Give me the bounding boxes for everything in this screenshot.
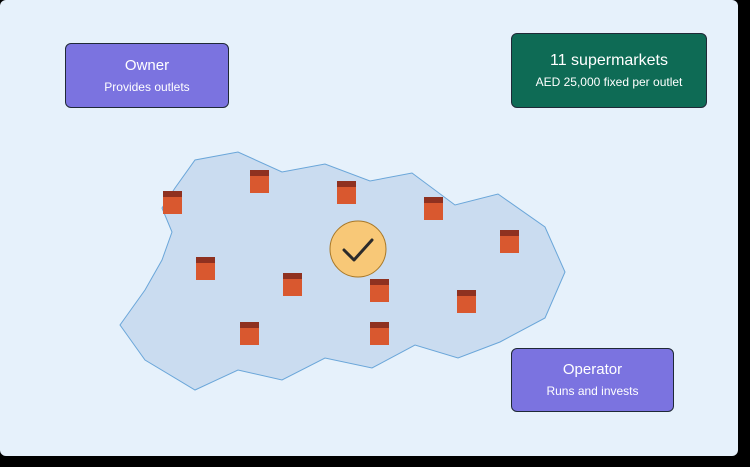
owner-card: Owner Provides outlets	[65, 43, 229, 108]
store-icon	[457, 290, 476, 313]
store-roof	[370, 279, 389, 285]
store-icon	[163, 191, 182, 214]
approval-check	[329, 220, 387, 278]
store-icon	[370, 279, 389, 302]
store-icon	[337, 181, 356, 204]
coverage-map	[119, 151, 566, 391]
store-roof	[424, 197, 443, 203]
store-icon	[424, 197, 443, 220]
owner-title: Owner	[124, 56, 170, 74]
diagram-canvas: Owner Provides outlets 11 supermarkets A…	[0, 0, 738, 456]
store-icon	[240, 322, 259, 345]
store-roof	[337, 181, 356, 187]
store-icon	[283, 273, 302, 296]
store-icon	[196, 257, 215, 280]
store-roof	[457, 290, 476, 296]
approval-circle	[329, 220, 387, 278]
operator-subtitle: Runs and invests	[546, 384, 639, 398]
store-icon	[500, 230, 519, 253]
supermarkets-subtitle: AED 25,000 fixed per outlet	[535, 74, 683, 89]
owner-subtitle: Provides outlets	[104, 79, 190, 94]
supermarkets-title: 11 supermarkets	[550, 51, 668, 69]
operator-title: Operator	[562, 361, 623, 378]
store-roof	[196, 257, 215, 263]
store-icon	[250, 170, 269, 193]
operator-card: Operator Runs and invests	[511, 348, 674, 412]
store-roof	[240, 322, 259, 328]
store-roof	[500, 230, 519, 236]
store-roof	[250, 170, 269, 176]
store-roof	[163, 191, 182, 197]
supermarkets-card: 11 supermarkets AED 25,000 fixed per out…	[511, 33, 707, 108]
store-markers	[163, 170, 519, 345]
store-icon	[370, 322, 389, 345]
checkmark-icon	[342, 238, 374, 262]
store-roof	[370, 322, 389, 328]
store-roof	[283, 273, 302, 279]
